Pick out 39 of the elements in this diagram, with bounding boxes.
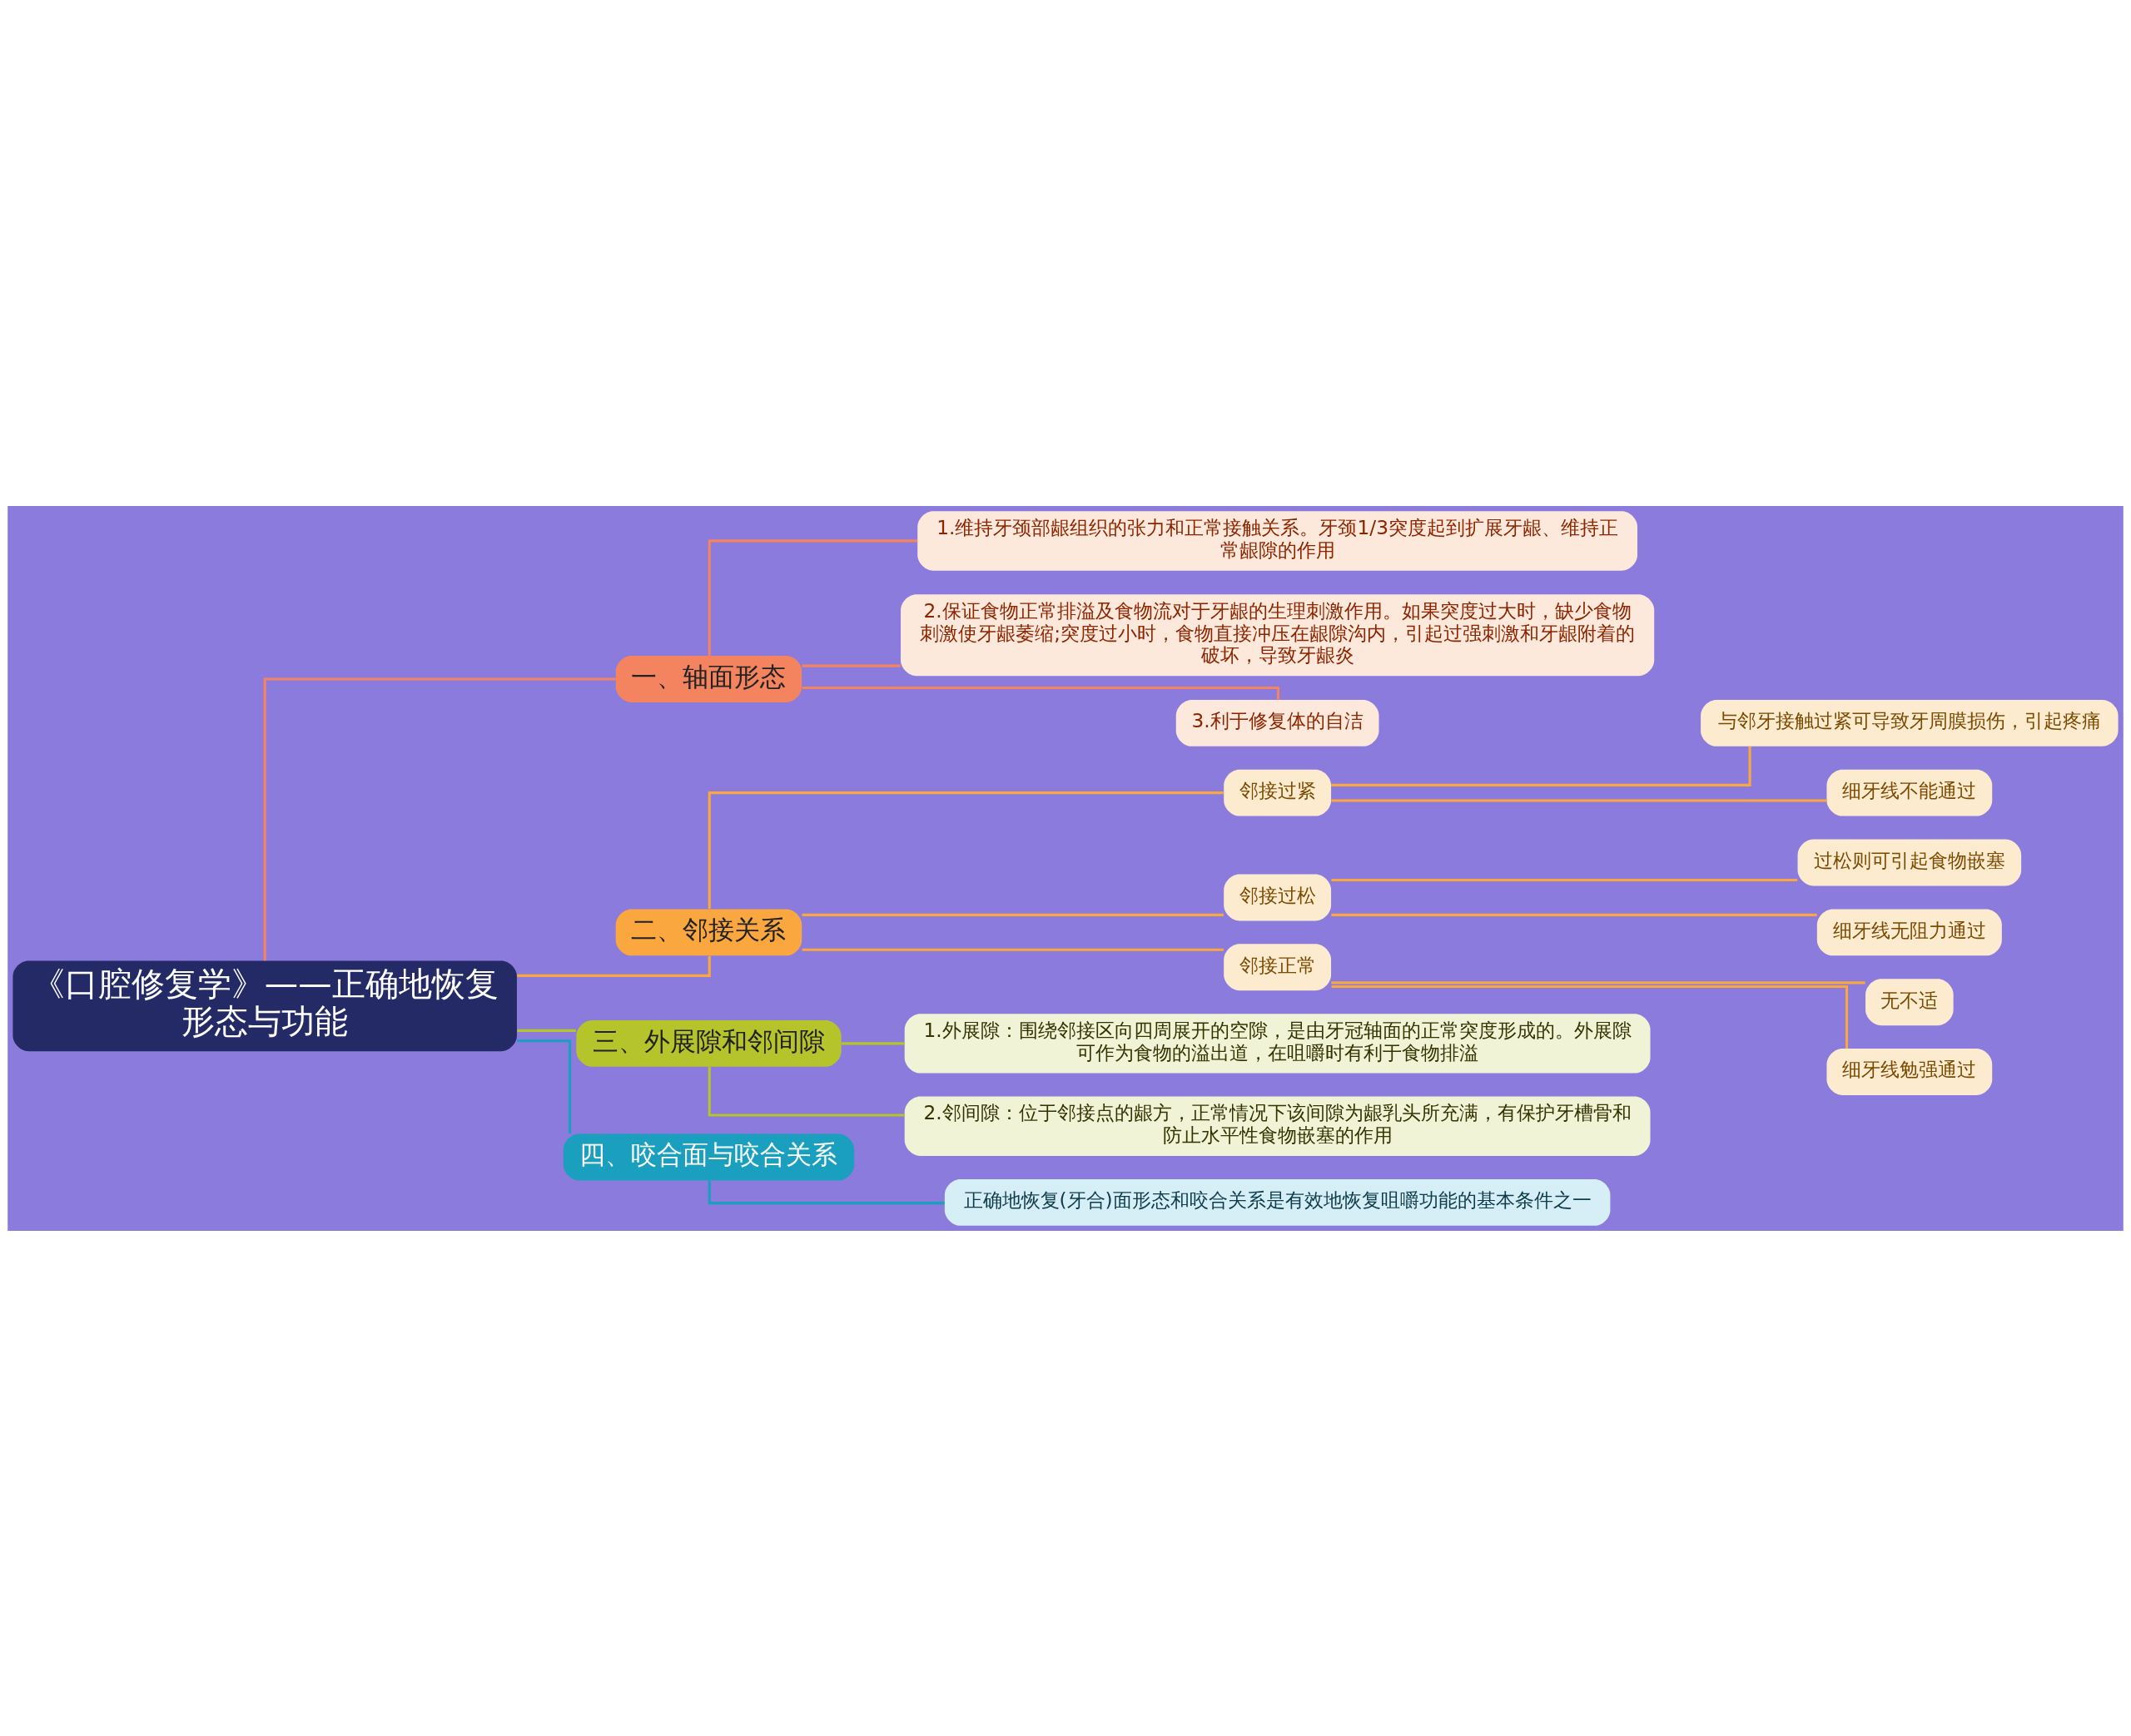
node-box: 邻接过紧 [1224, 769, 1332, 816]
node-box: 3.利于修复体的自洁 [1175, 699, 1379, 746]
node-box: 1.外展隙：围绕邻接区向四周展开的空隙，是由牙冠轴面的正常突度形成的。外展隙可作为食物的溢出道，在咀嚼时有利于食物排溢 [904, 1013, 1651, 1074]
node-box: 2.保证食物正常排溢及食物流对于牙龈的生理刺激作用。如果突度过大时，缺少食物刺激使牙龈萎缩;突度过小时，食物直接冲压在龈隙沟内，引起过强刺激和牙龈附着的破坏，导致牙龈炎 [901, 593, 1655, 676]
connector [263, 677, 616, 960]
node-box: 无不适 [1865, 978, 1954, 1025]
node-box: 过松则可引起食物嵌塞 [1797, 839, 2022, 885]
connector [708, 1180, 945, 1204]
node-box: 细牙线勉强通过 [1826, 1048, 1993, 1095]
connector [802, 948, 1224, 951]
connector [1331, 985, 1849, 1049]
connector [802, 686, 1279, 700]
connector [802, 664, 901, 667]
node-box: 与邻牙接触过紧可导致牙周膜损伤，引起疼痛 [1701, 699, 2119, 746]
node-box: 细牙线不能通过 [1826, 769, 1993, 816]
connector [1331, 878, 1798, 881]
connector [708, 791, 1224, 909]
node-box: 细牙线无阻力通过 [1816, 908, 2002, 955]
connector [517, 1039, 572, 1133]
node-box: 二、邻接关系 [615, 908, 802, 955]
node-box: 邻接过松 [1224, 874, 1332, 920]
connector [841, 1041, 905, 1044]
connector [1331, 798, 1827, 802]
node-box: 四、咬合面与咬合关系 [563, 1133, 855, 1180]
connector [517, 955, 711, 977]
node-box: 1.维持牙颈部龈组织的张力和正常接触关系。牙颈1/3突度起到扩展牙龈、维持正常龈隙的作用 [917, 510, 1637, 571]
connector [1331, 746, 1751, 786]
node-box: 《口腔修复学》——正确地恢复形态与功能 [12, 960, 517, 1051]
node-box: 三、外展隙和邻间隙 [576, 1019, 842, 1067]
connector [708, 538, 917, 656]
node-box: 邻接正常 [1224, 943, 1332, 990]
node-box: 2.邻间隙：位于邻接点的龈方，正常情况下该间隙为龈乳头所充满，有保护牙槽骨和防止水平性食物嵌塞的作用 [904, 1096, 1651, 1156]
connector [802, 913, 1224, 916]
connector [517, 1029, 576, 1032]
connector [1331, 913, 1817, 916]
node-box: 一、轴面形态 [615, 655, 802, 702]
connector [708, 1066, 905, 1117]
node-box: 正确地恢复(牙合)面形态和咬合关系是有效地恢复咀嚼功能的基本条件之一 [944, 1178, 1611, 1226]
connector [1331, 980, 1865, 984]
